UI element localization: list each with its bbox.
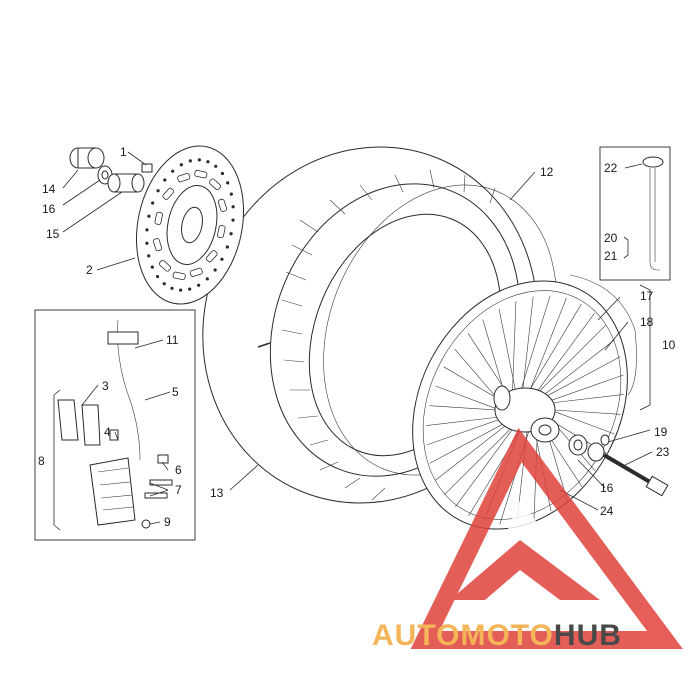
disc-hole	[206, 160, 210, 164]
disc-hole	[145, 228, 149, 232]
callout-7: 7	[175, 483, 182, 497]
watermark-text-automoto: AUTOMOTO	[372, 619, 554, 652]
disc-slot	[189, 267, 203, 277]
disc-slot	[208, 178, 222, 191]
disc-slot	[205, 250, 218, 263]
watermark-triangle	[410, 427, 683, 649]
disc-slot	[162, 187, 175, 200]
disc-hole	[220, 171, 225, 176]
callout-22: 22	[604, 161, 618, 175]
spoke	[426, 415, 508, 426]
callout-16-left: 16	[42, 202, 56, 216]
disc-hole	[231, 205, 235, 209]
callout-3: 3	[102, 379, 109, 393]
disc-hole	[162, 282, 166, 286]
disc-hole	[179, 163, 183, 167]
disc-hole	[156, 189, 160, 193]
spoke	[524, 303, 582, 399]
spoke	[542, 394, 624, 405]
callout-12: 12	[540, 165, 554, 179]
callout-16-right: 16	[600, 481, 614, 495]
disc-slot	[217, 225, 226, 239]
callout-24: 24	[600, 504, 614, 518]
disc-hole	[229, 192, 233, 196]
disc-hole	[197, 158, 201, 162]
disc-hole	[205, 277, 209, 281]
leader-lines	[53, 151, 653, 531]
disc-hole	[197, 283, 201, 287]
disc-slot	[194, 169, 208, 179]
disc-hole	[170, 286, 174, 290]
rim-tape	[569, 274, 637, 396]
callout-17: 17	[640, 289, 654, 303]
disc-slot	[172, 271, 186, 281]
inset-box	[599, 146, 671, 281]
disc-hole	[145, 241, 149, 245]
disc-hole	[155, 274, 160, 279]
disc-hole	[226, 181, 230, 185]
disc-hole	[214, 164, 218, 168]
spoke	[544, 407, 615, 435]
callout-1: 1	[120, 145, 127, 159]
disc-bolt	[141, 163, 153, 173]
callout-11: 11	[166, 333, 179, 347]
disc-hole	[188, 287, 192, 291]
callout-5: 5	[172, 385, 179, 399]
callout-15: 15	[46, 227, 60, 241]
disc-hole	[147, 214, 151, 218]
callout-labels: 1 2 3 4 5 6 7 8 9 10 11 12 13 14 15 16 1…	[38, 145, 676, 529]
callout-20: 20	[604, 231, 618, 245]
callout-13: 13	[210, 486, 224, 500]
disc-hole	[151, 201, 155, 205]
callout-8: 8	[38, 454, 45, 468]
callout-14: 14	[42, 182, 56, 196]
disc-slot	[152, 238, 163, 252]
callout-19: 19	[654, 425, 668, 439]
callout-9: 9	[164, 515, 171, 529]
disc-hole	[229, 232, 233, 236]
callout-4: 4	[104, 425, 111, 439]
disc-hole	[213, 268, 217, 272]
disc-slot	[154, 211, 163, 225]
right-axle-parts	[568, 434, 669, 497]
watermark-text-hub: HUB	[554, 619, 622, 652]
disc-hole	[225, 245, 229, 249]
disc-slot	[177, 173, 191, 183]
disc-hole	[150, 265, 154, 269]
spoke	[537, 356, 621, 402]
callout-6: 6	[175, 463, 182, 477]
disc-hole	[231, 218, 235, 222]
spoke	[444, 421, 519, 496]
brake-caliper-box	[34, 309, 196, 541]
callout-21: 21	[604, 249, 618, 263]
disc-hole	[147, 254, 151, 258]
spoke	[511, 301, 517, 401]
callout-2: 2	[86, 263, 93, 277]
spoke	[517, 295, 551, 399]
callout-10: 10	[662, 338, 676, 352]
callout-23: 23	[656, 445, 670, 459]
disc-hole	[220, 257, 224, 261]
disc-slot	[217, 198, 228, 212]
disc-hole	[179, 288, 183, 292]
left-spacer-bearing-set	[69, 147, 145, 193]
spoke	[531, 324, 606, 399]
spoke	[435, 385, 506, 413]
disc-hole	[163, 178, 167, 182]
disc-hole	[188, 159, 192, 163]
automotohub-watermark: AUTOMOTOHUB	[372, 427, 683, 652]
callout-18: 18	[640, 315, 654, 329]
spoke	[429, 418, 513, 464]
brake-disc	[135, 145, 245, 305]
disc-hole	[171, 169, 175, 173]
disc-slot	[158, 259, 172, 272]
svg-text:AUTOMOTOHUB: AUTOMOTOHUB	[372, 619, 622, 652]
